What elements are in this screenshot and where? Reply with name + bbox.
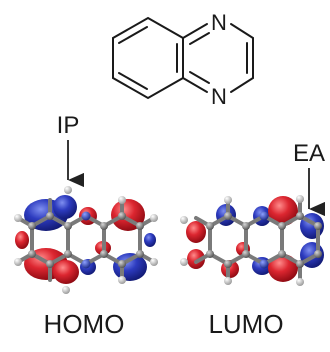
lumo-lobe-red-right-top	[268, 196, 298, 226]
lumo-lobe-red-left-top	[186, 221, 206, 243]
lumo-label: LUMO	[208, 309, 283, 339]
homo-lobe-blue-right-middle	[144, 233, 156, 247]
homo-nitrogen-top	[81, 211, 91, 221]
ea-label: EA	[293, 140, 325, 167]
homo-lobe-red-bottom-left-2	[53, 260, 79, 284]
lumo-nitrogen-bottom	[259, 259, 269, 269]
homo-nitrogen-bottom	[81, 259, 91, 269]
skeletal-structure	[112, 16, 254, 100]
lumo-lobe-red-left-bottom	[187, 249, 205, 269]
lumo-carbon-atoms	[206, 212, 322, 268]
homo-label: HOMO	[44, 309, 125, 339]
lumo-nitrogen-top	[259, 211, 269, 221]
homo-orbital	[14, 186, 158, 294]
nitrogen-atom-label-top: N	[211, 10, 227, 35]
ip-label: IP	[57, 112, 80, 139]
homo-hydrogen-atoms	[14, 186, 158, 294]
homo-lobe-blue-top-left-2	[53, 195, 77, 219]
lumo-orbital	[180, 195, 324, 286]
homo-carbon-atoms	[28, 212, 144, 268]
nitrogen-atom-label-bottom: N	[211, 84, 227, 109]
homo-lobe-red-left-middle	[15, 231, 29, 249]
lumo-hydrogen-atoms	[180, 195, 304, 286]
